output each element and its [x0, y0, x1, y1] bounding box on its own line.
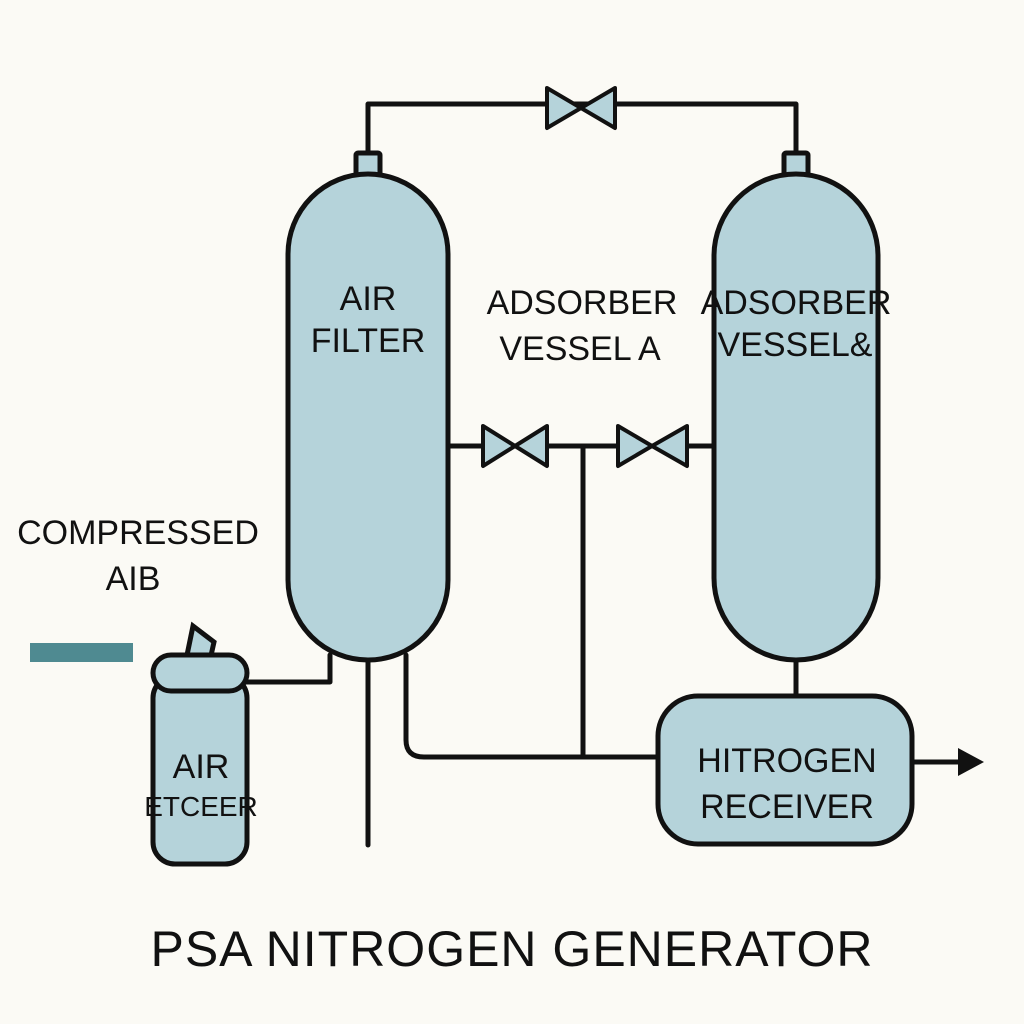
top-valve	[545, 86, 617, 130]
small-filter-label-line1: AIR	[173, 748, 230, 786]
right-tall-vessel	[711, 171, 881, 663]
receiver-label-line1: HITROGEN	[697, 742, 876, 780]
center-label-line2: VESSEL A	[499, 330, 661, 368]
compressed-air-label-line2: AIB	[106, 560, 161, 598]
outlet-arrow	[958, 748, 984, 776]
left-vessel-label-line1: AIR	[340, 280, 397, 318]
receiver-label-line2: RECEIVER	[700, 788, 874, 826]
bottom-header-pipe	[403, 652, 663, 760]
small-filter-label-line2: ETCEER	[144, 791, 258, 822]
small-filter-head	[150, 652, 250, 694]
nitrogen-receiver	[655, 693, 915, 847]
compressed-air-label-line1: COMPRESSED	[17, 514, 259, 552]
left-vessel-label-line2: FILTER	[311, 322, 426, 360]
right-vessel-label-line2: VESSEL&	[718, 326, 873, 364]
center-label-line1: ADSORBER	[487, 284, 678, 322]
diagram-title: PSA NITROGEN GENERATOR	[150, 921, 873, 977]
right-middle-valve	[616, 424, 689, 468]
left-tall-vessel	[285, 171, 451, 663]
left-middle-valve	[481, 424, 549, 468]
top-bypass-pipe	[365, 101, 799, 161]
compressed-air-inlet	[30, 643, 133, 662]
filter-to-vessel-pipe	[243, 652, 333, 685]
right-vessel-label-line1: ADSORBER	[701, 284, 892, 322]
